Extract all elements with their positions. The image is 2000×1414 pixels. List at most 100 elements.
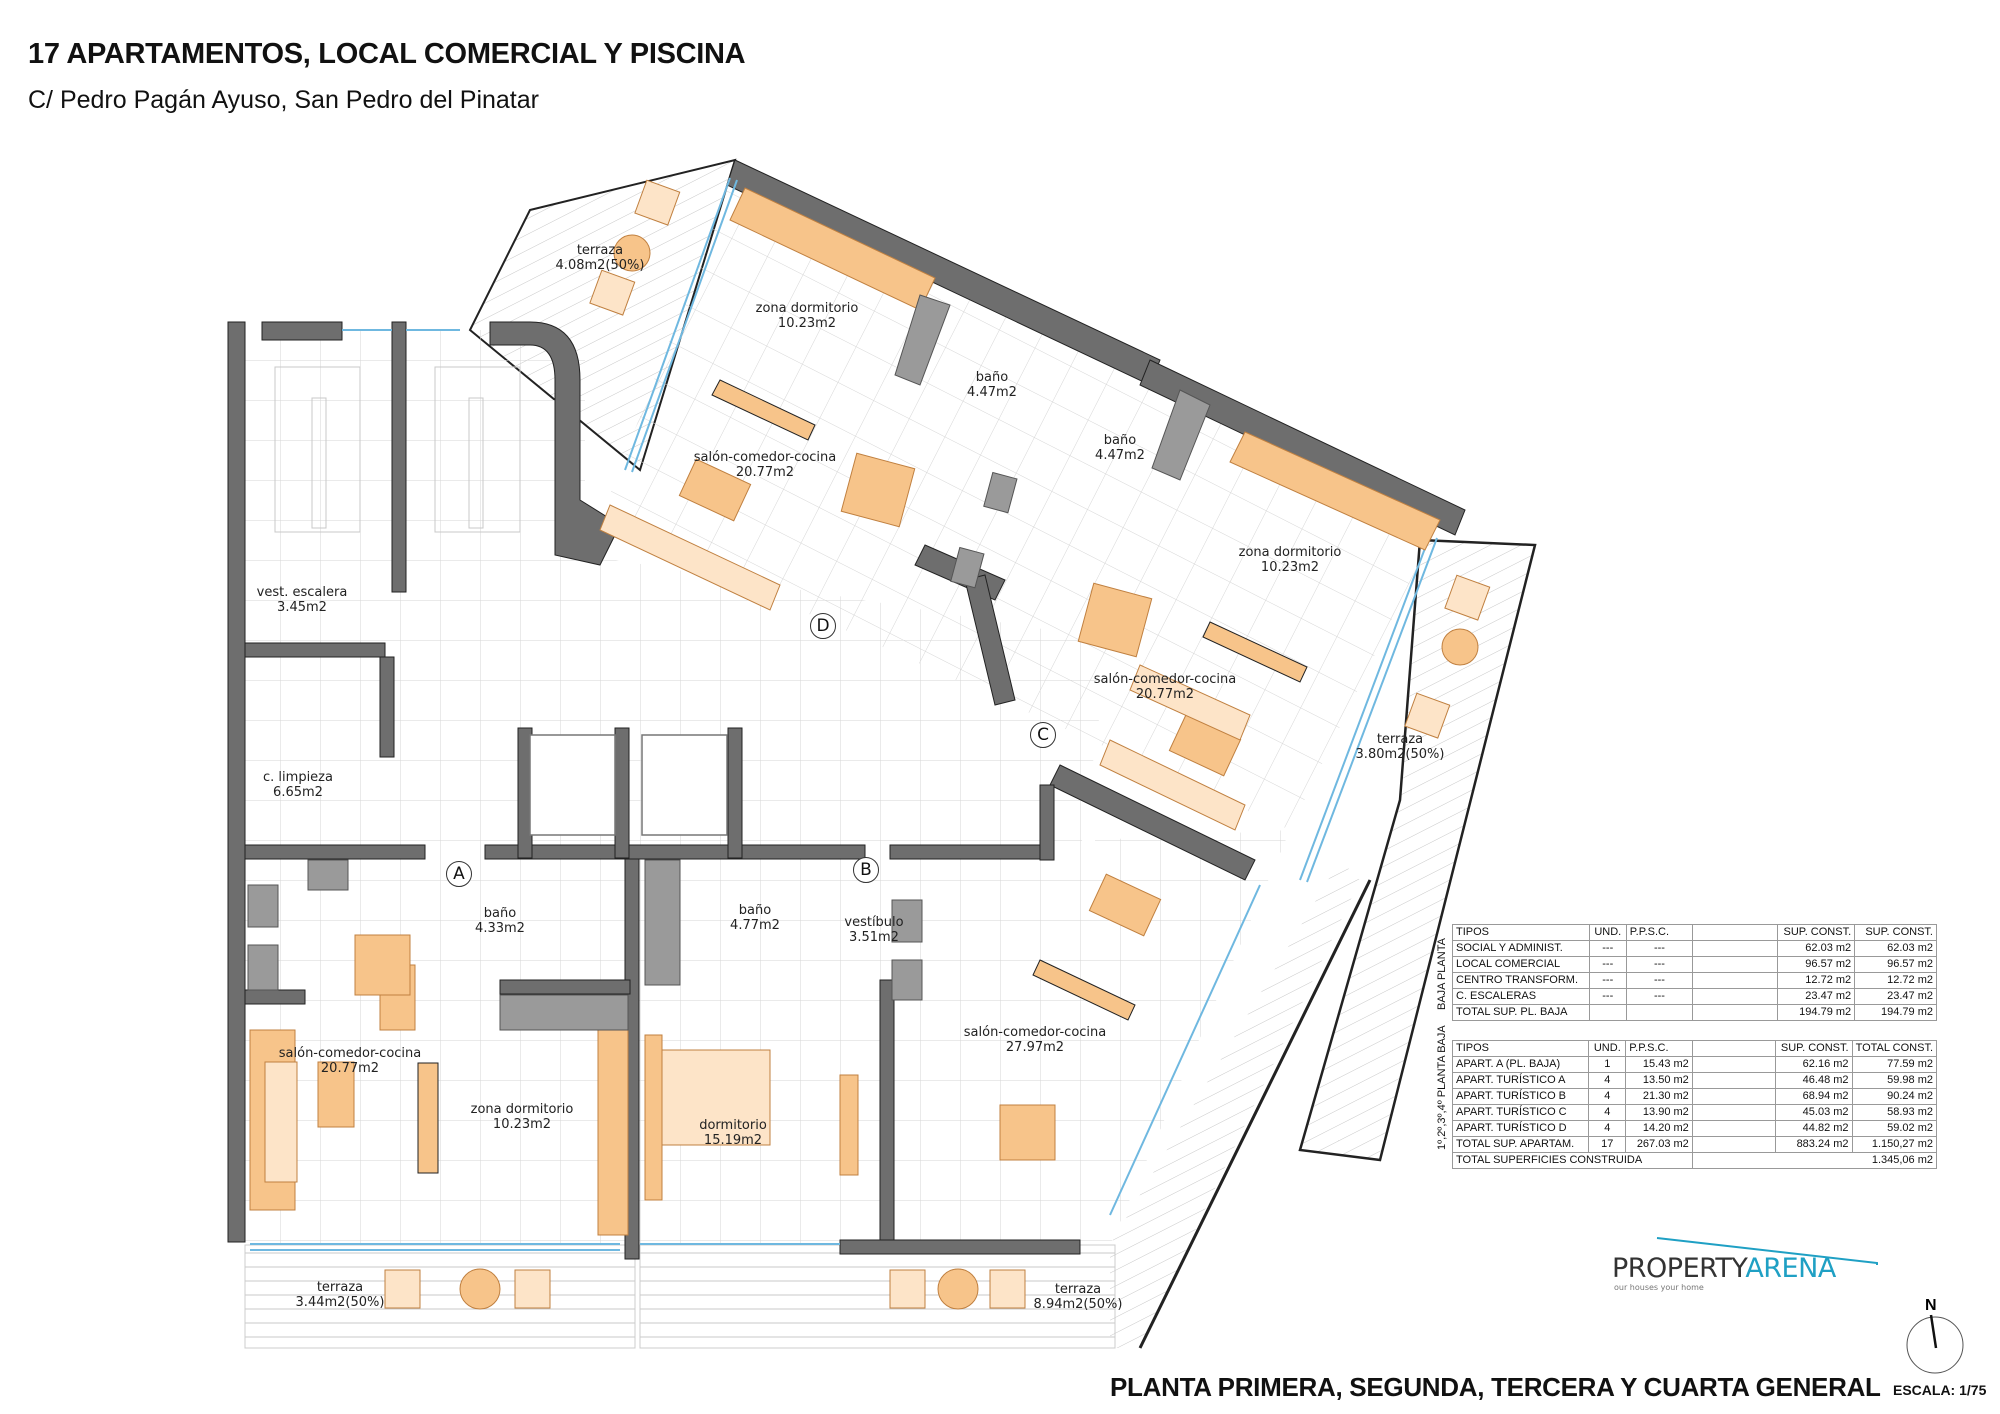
table-baja-side-label: BAJA PLANTA (1436, 938, 1448, 1010)
cell: --- (1625, 956, 1694, 973)
cell (1691, 1072, 1776, 1089)
cell: --- (1588, 956, 1627, 973)
cell (1691, 1136, 1776, 1153)
header-cell: TIPOS (1452, 924, 1590, 941)
table-grand-total-row: TOTAL SUPERFICIES CONSTRUIDA 1.345,06 m2 (1452, 1152, 1938, 1169)
grand-total-label: TOTAL SUPERFICIES CONSTRUIDA (1452, 1152, 1693, 1169)
unit-marker-a: A (446, 861, 472, 887)
furniture (249, 179, 1491, 1310)
header-cell (1692, 924, 1779, 941)
windows (250, 177, 1438, 1251)
bathroom-kitchen-fixtures (247, 294, 1211, 1031)
cell: 267.03 m2 (1625, 1136, 1693, 1153)
cell: APART. TURÍSTICO C (1451, 1104, 1590, 1121)
cell: 59.98 m2 (1851, 1072, 1938, 1089)
cell: 62.16 m2 (1774, 1056, 1853, 1073)
header-cell: SUP. CONST. (1774, 1040, 1853, 1057)
drawing-title: PLANTA PRIMERA, SEGUNDA, TERCERA Y CUART… (1110, 1372, 1881, 1402)
cell (1692, 972, 1779, 989)
header-cell: P.P.S.C. (1625, 1040, 1693, 1057)
cell: C. ESCALERAS (1452, 988, 1590, 1005)
cell (1691, 1104, 1776, 1121)
cell: 21.30 m2 (1625, 1088, 1693, 1105)
cell: 62.03 m2 (1777, 940, 1856, 957)
header-cell: TOTAL CONST. (1851, 1040, 1938, 1057)
header-cell (1691, 1040, 1776, 1057)
cell: 4 (1588, 1104, 1627, 1121)
cell (1691, 1088, 1776, 1105)
cell: 4 (1588, 1088, 1627, 1105)
svg-text:N: N (1925, 1297, 1937, 1314)
cell: --- (1625, 940, 1694, 957)
cell: 14.20 m2 (1625, 1120, 1693, 1137)
cell (1692, 988, 1779, 1005)
cell (1692, 940, 1779, 957)
table-apart-side-label: 1º,2º,3º,4º PLANTA BAJA (1436, 1025, 1448, 1150)
logo-text-property: PROPERTY (1612, 1253, 1746, 1284)
cell: 59.02 m2 (1851, 1120, 1938, 1137)
cell: 46.48 m2 (1774, 1072, 1853, 1089)
cell: 44.82 m2 (1774, 1120, 1853, 1137)
cell: 62.03 m2 (1854, 940, 1937, 957)
cell: 58.93 m2 (1851, 1104, 1938, 1121)
header-cell: TIPOS (1451, 1040, 1590, 1057)
cell: 883.24 m2 (1774, 1136, 1853, 1153)
logo-roof-icon (1656, 1237, 1878, 1265)
cell: CENTRO TRANSFORM. (1452, 972, 1590, 989)
cell: --- (1625, 972, 1694, 989)
cell (1588, 1004, 1627, 1021)
logo-text-arena: ARENA (1745, 1253, 1836, 1284)
cell: APART. TURÍSTICO B (1451, 1088, 1590, 1105)
project-address: C/ Pedro Pagán Ayuso, San Pedro del Pina… (28, 86, 539, 114)
cell: 17 (1588, 1136, 1627, 1153)
cell: 23.47 m2 (1777, 988, 1856, 1005)
cell: 90.24 m2 (1851, 1088, 1938, 1105)
cell (1692, 956, 1779, 973)
table-apartamentos: TIPOS UND. P.P.S.C. SUP. CONST. TOTAL CO… (1451, 1040, 1938, 1169)
header-cell: UND. (1588, 1040, 1627, 1057)
cell: 15.43 m2 (1625, 1056, 1693, 1073)
cell: TOTAL SUP. PL. BAJA (1452, 1004, 1590, 1021)
cell: 1 (1588, 1056, 1627, 1073)
header-cell: SUP. CONST. (1777, 924, 1856, 941)
cell: APART. TURÍSTICO D (1451, 1120, 1590, 1137)
cell: --- (1588, 988, 1627, 1005)
cell: --- (1588, 940, 1627, 957)
cell: --- (1588, 972, 1627, 989)
table-header-row: TIPOS UND. P.P.S.C. SUP. CONST. SUP. CON… (1452, 924, 1937, 941)
drawing-scale: ESCALA: 1/75 (1893, 1382, 1987, 1398)
cell: 194.79 m2 (1777, 1004, 1856, 1021)
table-header-row: TIPOS UND. P.P.S.C. SUP. CONST. TOTAL CO… (1451, 1040, 1938, 1057)
cell: LOCAL COMERCIAL (1452, 956, 1590, 973)
grand-total-value: 1.345,06 m2 (1691, 1152, 1938, 1169)
unit-marker-d: D (810, 613, 836, 639)
cell: 45.03 m2 (1774, 1104, 1853, 1121)
cell: 96.57 m2 (1854, 956, 1937, 973)
cell: 68.94 m2 (1774, 1088, 1853, 1105)
cell: 4 (1588, 1120, 1627, 1137)
header-cell: P.P.S.C. (1625, 924, 1694, 941)
